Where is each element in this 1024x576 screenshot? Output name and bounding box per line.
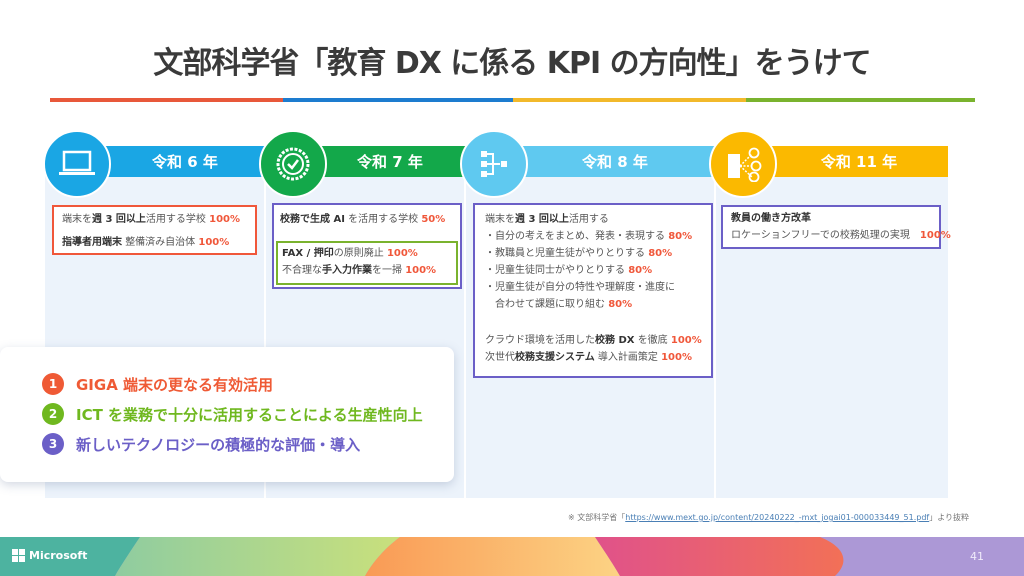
badge-check-icon	[276, 147, 310, 181]
year-label: 令和 7 年	[357, 153, 423, 171]
r7-sub-kpi-box: FAX / 押印の原則廃止 100% 不合理な手入力作業を一掃 100%	[276, 241, 458, 285]
goal-text: 新しいテクノロジーの積極的な評価・導入	[76, 435, 361, 454]
r11-kpi-box: 教員の働き方改革 ロケーションフリーでの校務処理の実現 100%	[721, 205, 951, 249]
goal-number-badge: 3	[42, 433, 64, 455]
kpi-percent: 50%	[421, 214, 446, 225]
goal-number-badge: 2	[42, 403, 64, 425]
source-link[interactable]: https://www.mext.go.jp/content/20240222_…	[625, 513, 930, 522]
kpi-bullet: ・教職員と児童生徒がやりとりする 80%	[485, 248, 673, 259]
title-rule-yellow	[513, 98, 746, 102]
page-number: 41	[970, 550, 984, 563]
title-rule-red	[50, 98, 283, 102]
hierarchy-circle	[460, 130, 528, 198]
kpi-bullet: ・自分の考えをまとめ、発表・表現する 80%	[485, 231, 693, 242]
kpi-percent: 100%	[386, 248, 418, 259]
source-note: ※ 文部科学省「https://www.mext.go.jp/content/2…	[568, 513, 970, 522]
goal-text: GIGA 端末の更なる有効活用	[76, 375, 274, 394]
footer-band: Microsoft 41	[0, 537, 1024, 576]
year-label: 令和 8 年	[582, 153, 648, 171]
column-divider	[264, 172, 266, 498]
r6-kpi-box: 端末を週 3 回以上活用する学校 100% 指導者用端末 整備済み自治体 100…	[52, 205, 257, 255]
kpi-bullet: ・児童生徒同士がやりとりする 80%	[485, 265, 653, 276]
slide-title: 文部科学省「教育 DX に係る KPI の方向性」をうけて	[153, 46, 871, 81]
year-label: 令和 11 年	[820, 153, 898, 171]
badge-circle	[259, 130, 327, 198]
title-rule-green	[746, 98, 975, 102]
kpi-percent: 100%	[198, 237, 230, 248]
building-circle	[709, 130, 777, 198]
footer-decoration	[0, 537, 1024, 576]
goal-item: 1 GIGA 端末の更なる有効活用	[42, 369, 454, 399]
building-network-icon	[728, 147, 762, 182]
kpi-percent: 100%	[405, 265, 437, 276]
laptop-icon	[59, 150, 95, 175]
column-divider	[464, 172, 466, 498]
laptop-circle	[43, 130, 111, 198]
year-bar-r11: 令和 11 年	[770, 146, 948, 177]
kpi-line: クラウド環境を活用した校務 DX を徹底 100%	[485, 335, 702, 346]
kpi-heading: 教員の働き方改革	[731, 213, 811, 224]
hierarchy-icon	[481, 151, 507, 177]
column-divider	[714, 172, 716, 498]
kpi-percent: 100%	[209, 214, 241, 225]
kpi-line: 次世代校務支援システム 導入計画策定 100%	[485, 352, 692, 363]
microsoft-logo-icon	[12, 549, 25, 562]
kpi-line: 指導者用端末 整備済み自治体 100%	[62, 237, 230, 248]
goal-item: 3 新しいテクノロジーの積極的な評価・導入	[42, 429, 454, 459]
year-bar-r8: 令和 8 年	[510, 146, 720, 177]
kpi-bullet: ・児童生徒が自分の特性や理解度・進度に	[485, 282, 675, 293]
microsoft-logo: Microsoft	[12, 549, 87, 562]
goals-card: 1 GIGA 端末の更なる有効活用 2 ICT を業務で十分に活用することによる…	[0, 347, 454, 482]
year-label: 令和 6 年	[152, 153, 218, 171]
kpi-line: 校務で生成 AI を活用する学校 50%	[280, 214, 446, 225]
kpi-line: 端末を週 3 回以上活用する学校 100%	[62, 214, 241, 225]
kpi-line: ロケーションフリーでの校務処理の実現 100%	[731, 230, 951, 241]
goal-number-badge: 1	[42, 373, 64, 395]
year-bar-r6: 令和 6 年	[100, 146, 270, 177]
title-rule-blue	[283, 98, 513, 102]
kpi-bullet: 合わせて課題に取り組む 80%	[485, 299, 633, 310]
kpi-line: FAX / 押印の原則廃止 100%	[282, 248, 418, 259]
r8-kpi-box: 端末を週 3 回以上活用する ・自分の考えをまとめ、発表・表現する 80% ・教…	[473, 203, 713, 378]
kpi-line: 不合理な手入力作業を一掃 100%	[282, 265, 437, 276]
goal-item: 2 ICT を業務で十分に活用することによる生産性向上	[42, 399, 454, 429]
year-bar-r7: 令和 7 年	[310, 146, 470, 177]
kpi-heading: 端末を週 3 回以上活用する	[485, 214, 609, 225]
goal-text: ICT を業務で十分に活用することによる生産性向上	[76, 405, 423, 424]
